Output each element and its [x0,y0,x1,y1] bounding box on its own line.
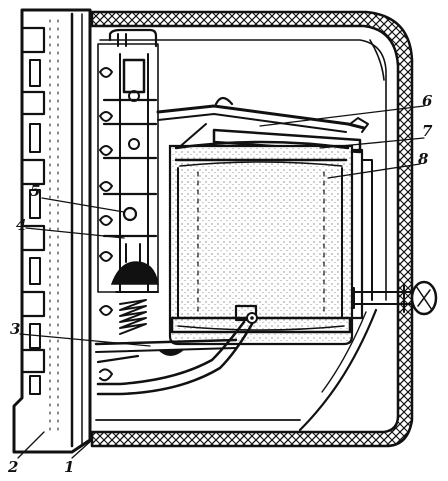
callout-2: 2 [7,458,18,476]
callout-5: 5 [30,182,40,200]
callout-leaders [17,105,425,459]
terminal-column [97,28,159,293]
callout-7: 7 [422,122,433,140]
lead-wire [96,320,254,396]
callout-3: 3 [10,320,20,338]
coil [168,140,373,346]
callout-6: 6 [422,92,433,110]
cover [90,10,414,448]
base-plate [12,8,92,454]
contact-pair [99,181,158,238]
callout-labels: 6 7 8 5 4 3 2 1 [7,92,433,476]
callout-4: 4 [16,216,26,234]
callout-8: 8 [418,150,429,168]
adjusting-screw [339,280,438,316]
spring [99,299,147,335]
terminal-lugs [20,26,46,395]
contact-pair [99,67,158,102]
callout-1: 1 [64,458,74,476]
contact-pair [99,111,158,160]
